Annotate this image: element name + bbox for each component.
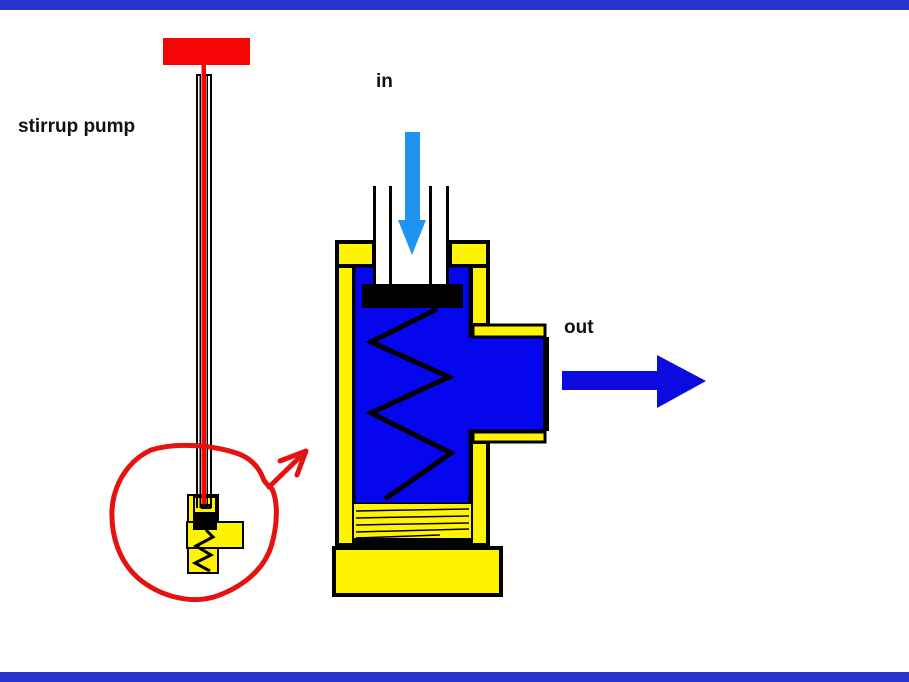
annotation-circle [109, 442, 279, 602]
pump-spring [365, 306, 456, 502]
inlet-pipe-wall-2 [389, 186, 392, 285]
inlet-pipe-wall-3 [429, 186, 432, 285]
inlet-pipe-wall-1 [373, 186, 376, 285]
bottom-frame-bar [0, 672, 909, 682]
packing-hatch-line [355, 534, 441, 539]
packing-hatch-line [355, 528, 470, 533]
outlet-end-wall [543, 337, 549, 431]
pump-piston [362, 284, 463, 308]
top-frame-bar [0, 0, 909, 10]
inlet-label: in [376, 71, 393, 92]
pump-left-wall [335, 240, 356, 547]
mini-pump-seal-bar [201, 504, 211, 509]
out-arrow [562, 355, 706, 408]
red-annotation-arrowhead [277, 448, 309, 478]
pump-base [332, 546, 503, 597]
outlet-pipe-top-wall [471, 323, 547, 339]
tube-wall-inner-left [199, 75, 201, 508]
packing-hatch-line [355, 522, 470, 526]
tube-wall-outer-left [196, 75, 198, 508]
mini-pump-piston [193, 512, 217, 530]
mini-pump-spring [191, 528, 216, 573]
tube-rim-right [206, 74, 212, 76]
stirrup-pump-label: stirrup pump [18, 116, 136, 137]
inlet-pipe-wall-4 [446, 186, 449, 285]
annotation-arrow-shaft [266, 453, 304, 490]
tube-wall-inner-right [206, 75, 208, 508]
pump-top-cap-right [448, 240, 490, 268]
outlet-label: out [564, 317, 594, 338]
outlet-pipe-bottom-wall [471, 430, 547, 444]
in-arrow [398, 132, 426, 255]
pump-handle [163, 38, 250, 65]
packing-hatch-line [355, 515, 470, 519]
tube-rim-left [196, 74, 201, 76]
pump-right-wall-lower [469, 440, 490, 547]
pump-top-cap-left [335, 240, 376, 268]
pump-rod [201, 64, 206, 508]
packing-hatch-line [355, 508, 470, 512]
tube-wall-outer-right [210, 75, 212, 508]
packing-base-line [352, 538, 472, 546]
